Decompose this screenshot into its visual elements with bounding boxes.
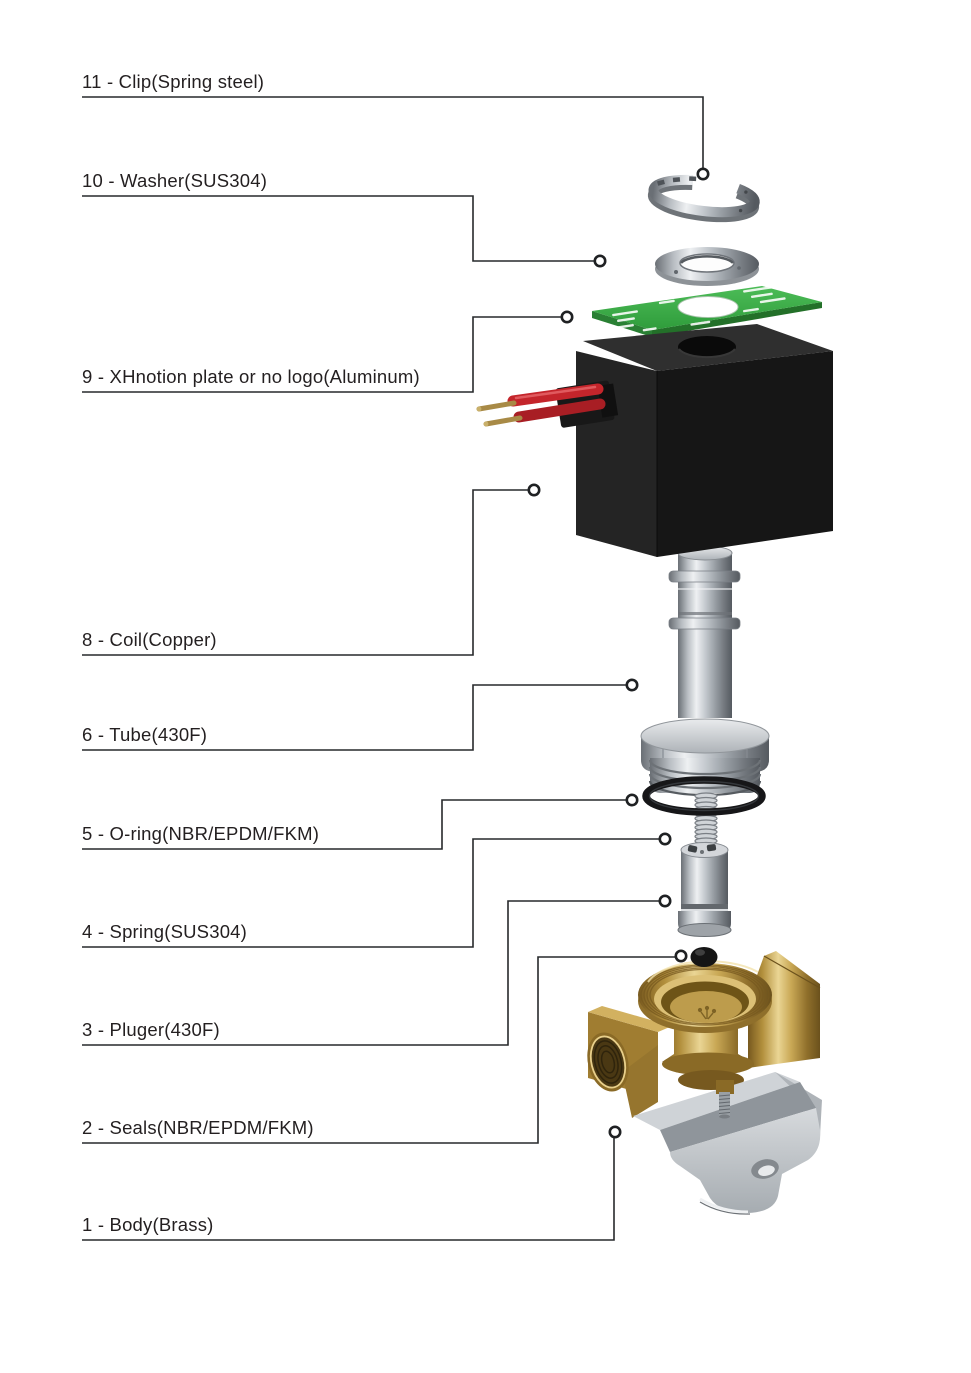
leader-line-washer [82,195,600,262]
coil-part [476,324,833,557]
label-coil: 8 - Coil(Copper) [82,629,217,650]
plate-text-marks [612,286,786,332]
marker-seals [674,949,688,963]
leader-line-body [82,1132,615,1241]
leader-line-plate [82,316,567,393]
marker-plate [560,310,574,324]
body-port [587,1032,629,1092]
label-plate: 9 - XHnotion plate or no logo(Aluminum) [82,366,420,387]
tube-part [640,545,770,797]
marker-spring [658,832,672,846]
coil-top-hole [678,336,736,358]
plunger-part [677,842,732,937]
label-seals: 2 - Seals(NBR/EPDM/FKM) [82,1117,314,1138]
label-oring: 5 - O-ring(NBR/EPDM/FKM) [82,823,320,844]
leader-line-spring [82,838,665,948]
leader-line-tube [82,684,632,751]
name-plate-part [592,286,822,337]
marker-pluger [658,894,672,908]
washer-part [655,247,759,286]
marker-body [608,1125,622,1139]
wire-red-upper [507,383,604,407]
bracket-part [633,1072,822,1215]
oring-part [642,776,766,816]
label-body: 1 - Body(Brass) [82,1214,214,1235]
label-spring: 4 - Spring(SUS304) [82,921,248,942]
bonnet-floor-marks [697,1005,717,1020]
marker-coil [527,483,541,497]
wire-red-lower [513,398,606,423]
wire-pin-upper [476,400,517,412]
clip-part [647,174,760,223]
label-clip: 11 - Clip(Spring steel) [82,71,265,92]
bracket-hole [751,1159,779,1179]
label-washer: 10 - Washer(SUS304) [82,170,268,191]
label-tube: 6 - Tube(430F) [82,724,208,745]
leader-line-seals [82,956,681,1144]
marker-tube [625,678,639,692]
leader-markers [527,167,710,1139]
marker-oring [625,793,639,807]
leader-lines [82,96,704,1241]
leader-line-clip [82,96,704,174]
leader-line-pluger [82,900,665,1046]
marker-washer [593,254,607,268]
body-stem [716,1080,734,1119]
wire-pin-lower [483,415,523,427]
label-pluger: 3 - Pluger(430F) [82,1019,220,1040]
spring-part [694,792,718,850]
marker-clip [696,167,710,181]
leader-line-oring [82,799,632,850]
seal-part [690,947,718,967]
leader-line-coil [82,489,534,656]
